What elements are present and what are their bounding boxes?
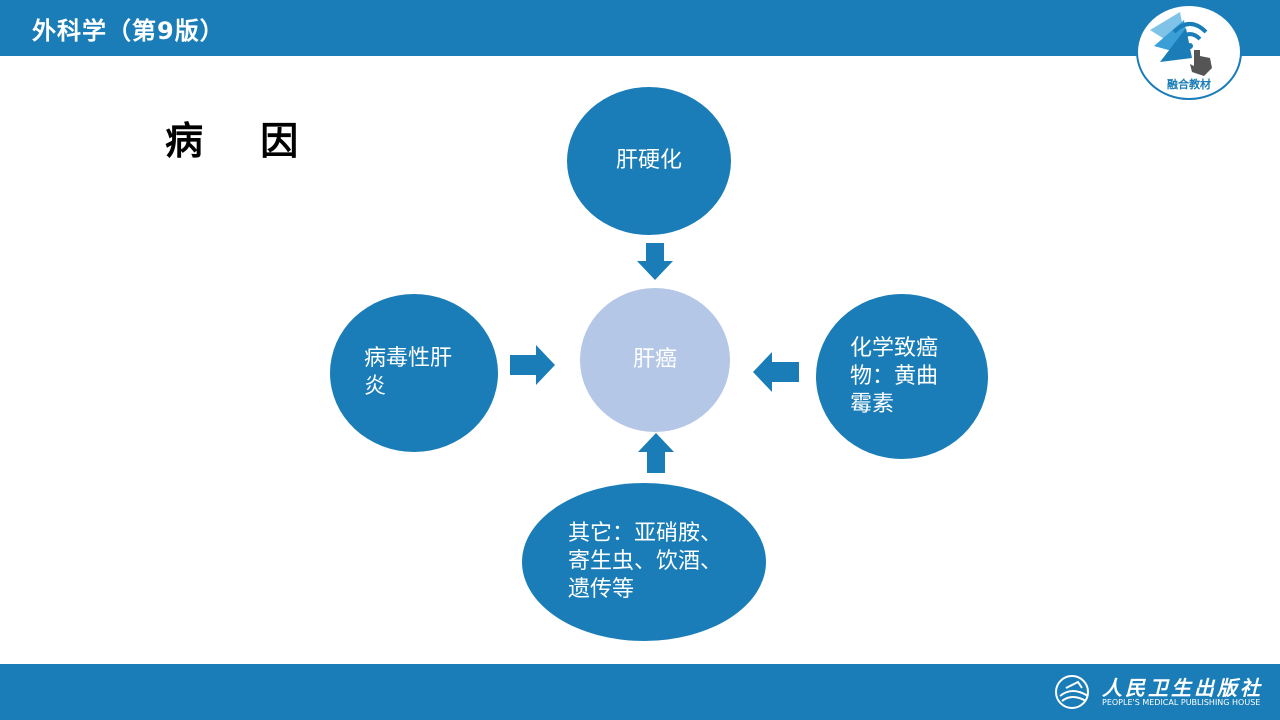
- node-other-causes-line-1: 其它：亚硝胺、: [568, 521, 723, 546]
- arrow-up-icon: [638, 433, 674, 473]
- node-other-causes: 其它：亚硝胺、 寄生虫、饮酒、 遗传等: [522, 483, 766, 641]
- node-chemical-carcinogen-text: 化学致癌 物：黄曲 霉素: [850, 335, 938, 419]
- integrated-textbook-badge: 融合教材: [1136, 4, 1242, 100]
- node-chemical-carcinogen-line-2: 物：黄曲: [850, 363, 939, 389]
- publisher-name-cn: 人民卫生出版社: [1102, 676, 1263, 700]
- node-liver-cancer: 肝癌: [580, 288, 730, 432]
- section-title: 病 因: [165, 119, 321, 163]
- header-bar: 外科学（第9版）: [0, 0, 1280, 56]
- node-liver-cancer-label: 肝癌: [632, 347, 677, 372]
- node-viral-hepatitis-line-2: 炎: [364, 374, 387, 399]
- node-other-causes-text: 其它：亚硝胺、 寄生虫、饮酒、 遗传等: [568, 520, 722, 604]
- node-chemical-carcinogen: 化学致癌 物：黄曲 霉素: [816, 294, 988, 459]
- node-viral-hepatitis: 病毒性肝 炎: [330, 294, 498, 452]
- node-chemical-carcinogen-line-1: 化学致癌: [850, 335, 939, 361]
- node-other-causes-line-2: 寄生虫、饮酒、: [568, 549, 723, 574]
- publisher-logo-icon: [1055, 675, 1089, 709]
- node-viral-hepatitis-text: 病毒性肝 炎: [364, 345, 452, 401]
- wifi-hand-icon: [1150, 12, 1212, 76]
- badge-label: 融合教材: [1167, 78, 1211, 91]
- publisher-name-en: PEOPLE'S MEDICAL PUBLISHING HOUSE: [1102, 698, 1261, 707]
- arrow-right-icon: [510, 345, 555, 385]
- arrow-down-icon: [637, 243, 673, 280]
- node-chemical-carcinogen-line-3: 霉素: [850, 391, 895, 417]
- arrow-left-icon: [753, 352, 799, 392]
- node-cirrhosis: 肝硬化: [567, 87, 731, 235]
- node-other-causes-line-3: 遗传等: [568, 577, 635, 602]
- course-title: 外科学（第9版）: [32, 17, 225, 45]
- node-viral-hepatitis-line-1: 病毒性肝: [364, 346, 453, 371]
- node-cirrhosis-label: 肝硬化: [615, 148, 682, 173]
